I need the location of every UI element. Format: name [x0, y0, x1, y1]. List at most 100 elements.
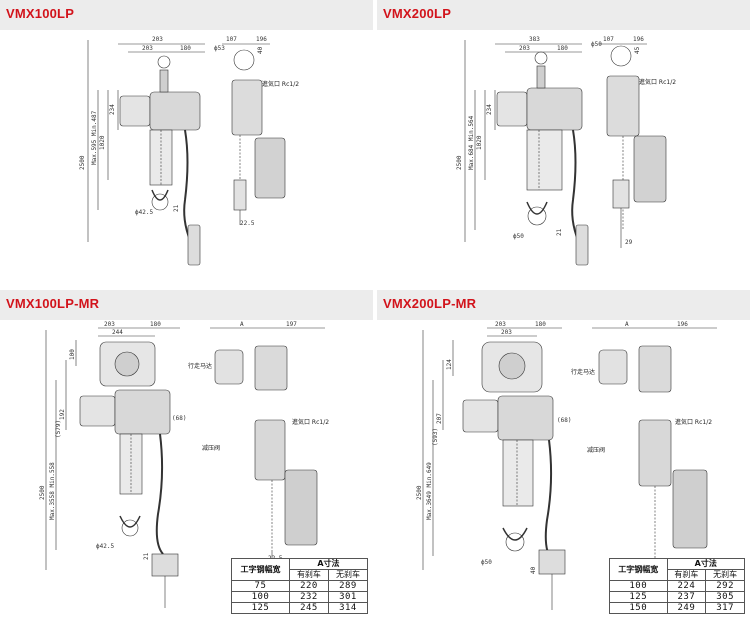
dim-label: ϕ50: [513, 233, 524, 240]
table-cell: 232: [288, 591, 329, 603]
table-cell: 249: [666, 602, 707, 614]
dim-label: Max.595 Min.487: [91, 110, 98, 165]
table-subheader: 有刹车: [666, 569, 707, 581]
panel-vmx200lp: VMX200LP 383 20: [377, 0, 750, 285]
table-subheader: 无刹车: [327, 569, 369, 581]
dim-label: 1020: [476, 135, 483, 150]
dim-label: 2500: [79, 155, 86, 170]
table-header: 工字钢幅宽: [609, 558, 668, 581]
dim-label: 40: [530, 566, 537, 574]
table-row: 150 249 317: [609, 602, 745, 614]
dim-label: 180: [150, 321, 161, 328]
dim-label: 21: [173, 204, 180, 212]
dimension-table: 工字钢幅宽 A寸法 有刹车 无刹车 75 220 289 100 232 301…: [231, 558, 369, 614]
dim-label: 203: [152, 36, 163, 43]
table-cell: 125: [609, 591, 668, 603]
dim-label: 383: [529, 36, 540, 43]
dim-label: 100: [69, 349, 76, 360]
dim-label: 2500: [456, 155, 463, 170]
dim-label: 203: [495, 321, 506, 328]
table-row: 75 220 289: [231, 580, 369, 592]
dim-label: 207: [436, 413, 443, 424]
table-cell: 314: [327, 602, 369, 614]
table-cell: 292: [705, 580, 745, 592]
dim-label: 22.5: [240, 220, 255, 227]
model-title: VMX100LP: [6, 6, 75, 21]
dim-label: 244: [112, 329, 123, 336]
table-row: 100 232 301: [231, 591, 369, 603]
dim-label: (579): [55, 420, 62, 438]
panel-vmx200lp-mr: VMX200LP-MR: [377, 290, 750, 630]
table-header: A寸法: [666, 558, 746, 570]
dim-label: ϕ42.5: [96, 543, 114, 550]
table-cell: 245: [288, 602, 329, 614]
hoist-drawing-vmx100lp: 203 203 180 107 196 1020 234 Max.595 Min…: [79, 36, 299, 266]
dim-label: ϕ42.5: [135, 209, 153, 216]
table-subheader: 无刹车: [705, 569, 745, 581]
dim-label: 196: [677, 321, 688, 328]
trolley-motor-label: 行走马达: [188, 362, 212, 370]
dim-label: 203: [142, 45, 153, 52]
dim-label: 203: [104, 321, 115, 328]
dim-label: 107: [603, 36, 614, 43]
dim-label: Max.3649 Min.649: [426, 462, 433, 520]
dim-label: ϕ50: [481, 559, 492, 566]
table-cell: 301: [327, 591, 369, 603]
table-row: 125 237 305: [609, 591, 745, 603]
air-inlet-label: 進気口 Rc1/2: [675, 418, 712, 426]
dim-label: 203: [519, 45, 530, 52]
table-header: A寸法: [288, 558, 369, 570]
dim-label: 180: [557, 45, 568, 52]
dim-label: Max.3558 Min.558: [49, 462, 56, 520]
pressure-valve-label: 减压阀: [587, 446, 605, 454]
air-inlet-label: 進気口 Rc1/2: [292, 418, 329, 426]
table-cell: 224: [666, 580, 707, 592]
dim-label: 2500: [39, 485, 46, 500]
table-cell: 100: [609, 580, 668, 592]
dim-label: 124: [446, 359, 453, 370]
table-cell: 305: [705, 591, 745, 603]
table-header: 工字钢幅宽: [231, 558, 290, 581]
dim-label: (68): [172, 415, 186, 422]
dim-label: Max.684 Min.564: [468, 115, 475, 170]
table-cell: 237: [666, 591, 707, 603]
dim-label: ϕ53: [214, 45, 225, 52]
panel-header: VMX200LP-MR: [377, 290, 750, 320]
dim-label: 234: [486, 104, 493, 115]
dim-label: 2500: [416, 485, 423, 500]
hoist-drawing-vmx100lp-mr: 203 244 180 A 197 100 192 Max.3558 Min.5…: [39, 321, 329, 608]
dimension-table: 工字钢幅宽 A寸法 有刹车 无刹车 100 224 292 125 237 30…: [609, 558, 746, 614]
table-cell: 125: [231, 602, 290, 614]
panel-vmx100lp: VMX100LP: [0, 0, 373, 285]
dim-label: A: [240, 321, 244, 328]
air-inlet-label: 進気口 Rc1/2: [639, 78, 676, 86]
dim-label: 196: [633, 36, 644, 43]
table-cell: 150: [609, 602, 668, 614]
dim-label: 203: [501, 329, 512, 336]
dim-label: 40: [257, 46, 264, 54]
dim-label: 45: [634, 46, 641, 54]
dim-label: 21: [556, 228, 563, 236]
dim-label: ϕ50: [591, 41, 602, 48]
table-cell: 317: [705, 602, 745, 614]
table-cell: 289: [327, 580, 369, 592]
panel-header: VMX100LP: [0, 0, 373, 30]
table-cell: 220: [288, 580, 329, 592]
dim-label: 197: [286, 321, 297, 328]
dim-label: 29: [625, 239, 633, 246]
dim-label: 21: [143, 552, 150, 560]
dim-label: 192: [59, 409, 66, 420]
panel-vmx100lp-mr: VMX100LP-MR: [0, 290, 373, 630]
hoist-drawing-vmx200lp: 383 203 180 107 196 1020 234 Max.684 Min…: [456, 36, 676, 266]
dim-label: 180: [180, 45, 191, 52]
dim-label: A: [625, 321, 629, 328]
table-cell: 100: [231, 591, 290, 603]
dim-label: 234: [109, 104, 116, 115]
dim-label: (68): [557, 417, 571, 424]
dim-label: 1020: [99, 135, 106, 150]
table-row: 125 245 314: [231, 602, 369, 614]
model-title: VMX100LP-MR: [6, 296, 100, 311]
dim-label: 180: [535, 321, 546, 328]
trolley-motor-label: 行走马达: [571, 368, 595, 376]
table-row: 100 224 292: [609, 580, 745, 592]
